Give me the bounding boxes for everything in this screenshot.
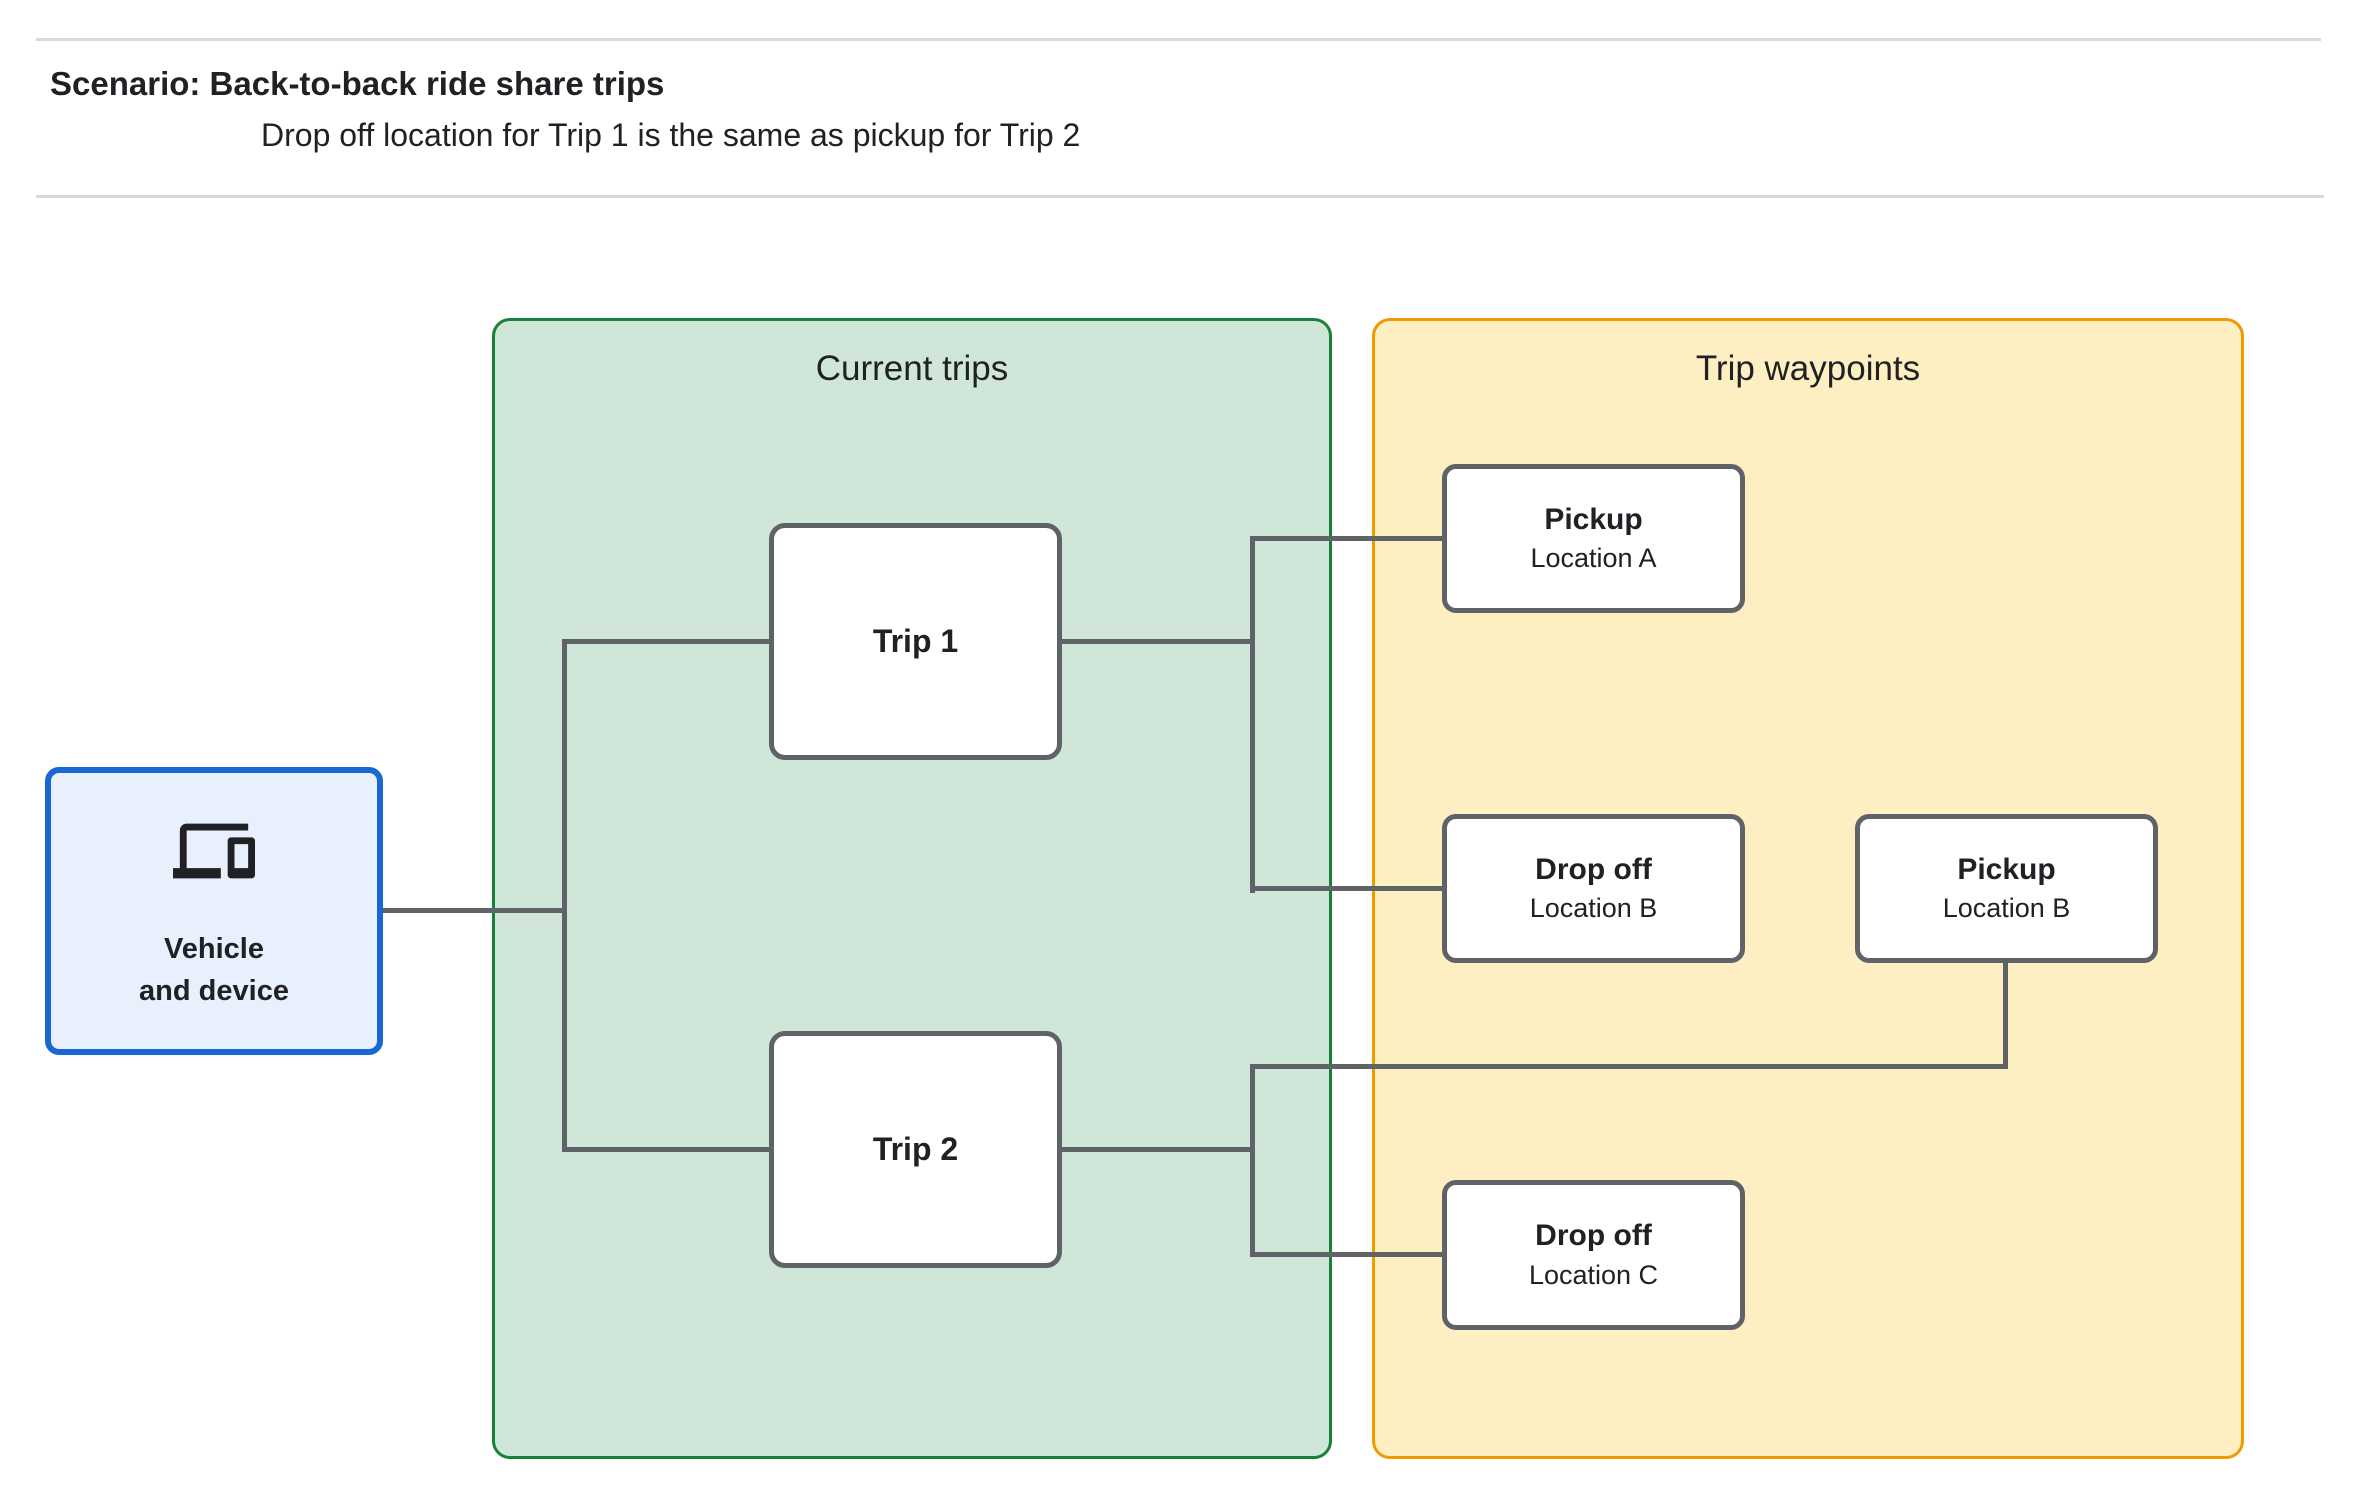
- trip-waypoints-label: Trip waypoints: [1695, 349, 1921, 388]
- connector-trip1-dropoff-b: [1250, 886, 1442, 891]
- devices-icon: [51, 810, 377, 892]
- current-trips-group: Current trips: [492, 318, 1332, 1459]
- waypoint-pickup-location-b: Pickup Location B: [1855, 814, 2158, 963]
- trip-2-node: Trip 2: [769, 1031, 1062, 1268]
- trip-1-label: Trip 1: [872, 623, 959, 659]
- vehicle-and-device-node: Vehicle and device: [45, 767, 383, 1055]
- waypoint-dropoff-location-b: Drop off Location B: [1442, 814, 1745, 963]
- vehicle-label-line1: Vehicle: [164, 933, 264, 965]
- waypoint-subtitle: Location B: [1942, 893, 2071, 924]
- vehicle-label-line2: and device: [139, 975, 289, 1008]
- header-divider: [36, 195, 2324, 198]
- page-title: Scenario: Back-to-back ride share trips: [50, 65, 665, 102]
- waypoint-subtitle: Location B: [1529, 893, 1658, 924]
- connector-trip2-vertical: [1250, 1064, 1255, 1257]
- top-divider: [36, 38, 2321, 41]
- connector-branch-trip2: [562, 1147, 769, 1152]
- current-trips-label: Current trips: [815, 349, 1009, 388]
- connector-trip2-dropoff-c: [1250, 1252, 1442, 1257]
- waypoint-title: Pickup: [1957, 852, 2056, 886]
- waypoint-dropoff-location-c: Drop off Location C: [1442, 1180, 1745, 1330]
- connector-vehicle-branch: [380, 908, 566, 913]
- vehicle-label: Vehicle and device: [51, 928, 377, 1012]
- connector-trip1-pickup-a: [1250, 536, 1442, 541]
- trip-1-node: Trip 1: [769, 523, 1062, 760]
- connector-trip1-vertical: [1250, 536, 1255, 893]
- connector-trip2-out: [1058, 1147, 1255, 1152]
- waypoint-subtitle: Location C: [1528, 1259, 1659, 1290]
- page-subtitle: Drop off location for Trip 1 is the same…: [261, 117, 1081, 153]
- connector-trip2-pickup-b-horizontal: [1250, 1064, 2008, 1069]
- connector-branch-vertical: [562, 639, 567, 1152]
- waypoint-subtitle: Location A: [1530, 543, 1657, 574]
- connector-pickup-b-vertical: [2003, 960, 2008, 1069]
- waypoint-pickup-location-a: Pickup Location A: [1442, 464, 1745, 613]
- waypoint-title: Pickup: [1544, 502, 1643, 536]
- waypoint-title: Drop off: [1535, 1219, 1652, 1253]
- waypoint-title: Drop off: [1535, 852, 1652, 886]
- connector-trip1-out: [1058, 639, 1255, 644]
- trip-2-label: Trip 2: [872, 1131, 959, 1167]
- connector-branch-trip1: [562, 639, 769, 644]
